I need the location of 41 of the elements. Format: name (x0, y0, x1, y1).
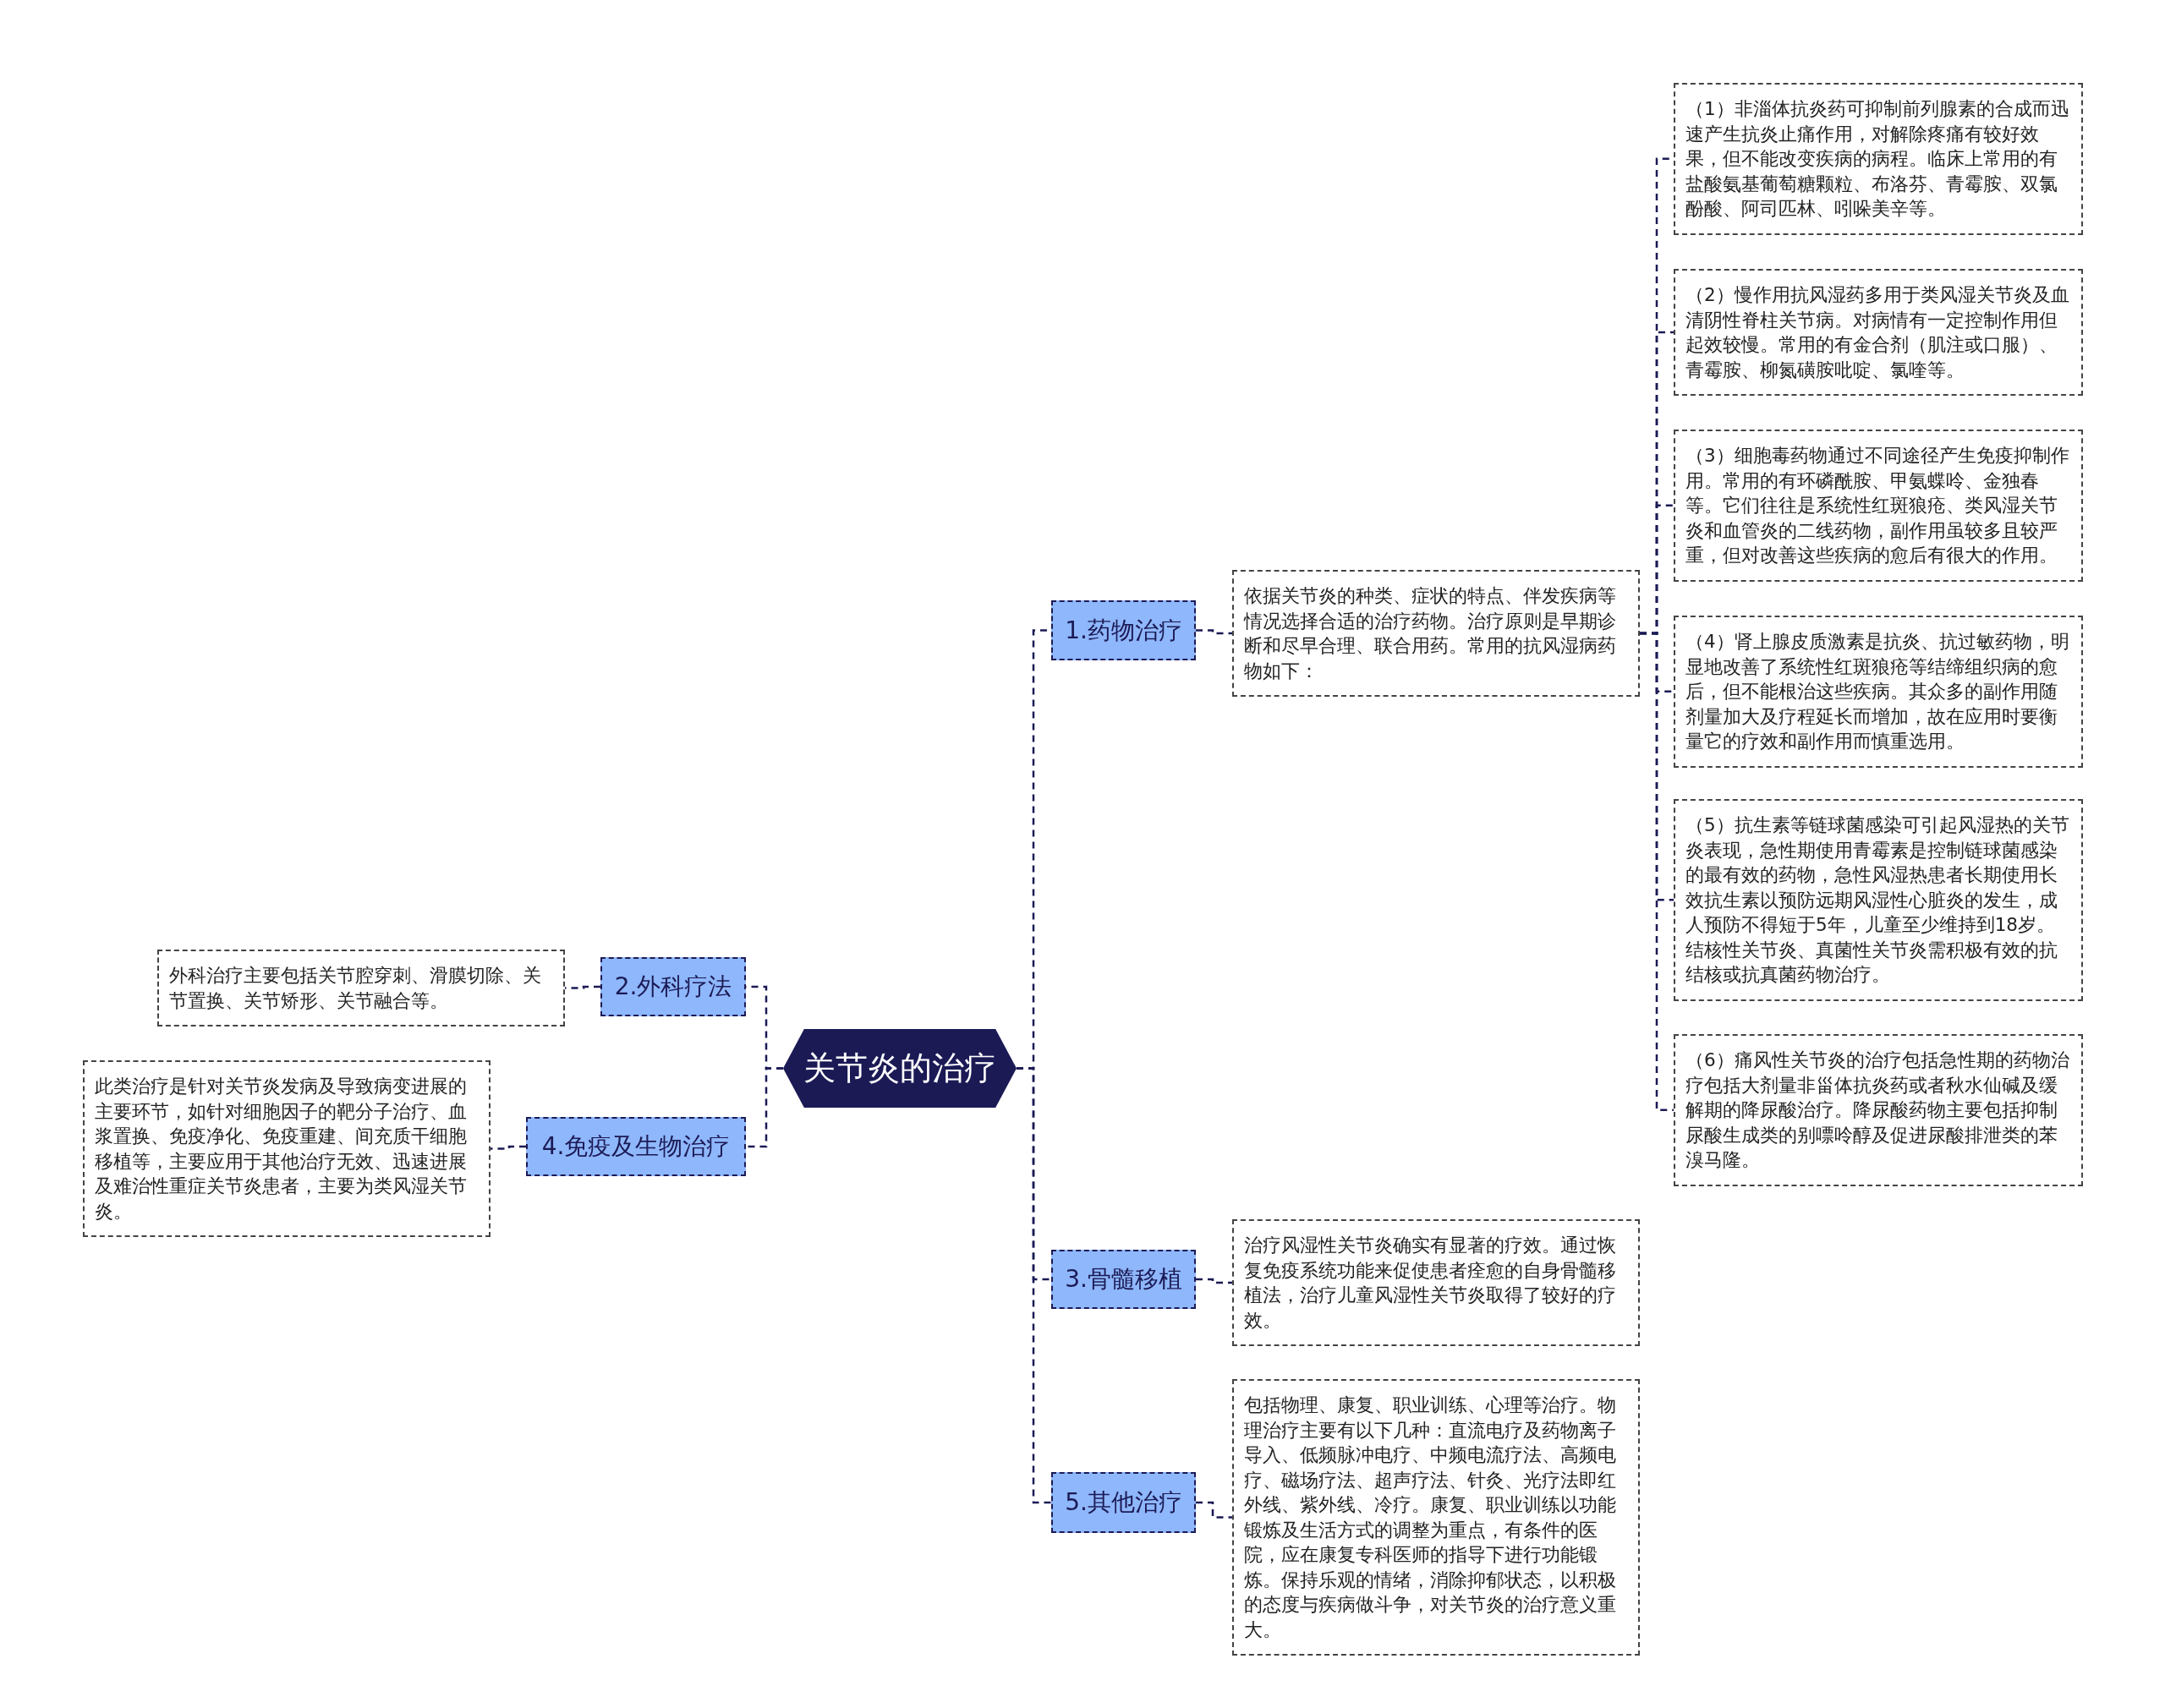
note-box (1232, 1379, 1640, 1656)
note-text: （1）非淄体抗炎药可抑制前列腺素的合成而迅速产生抗炎止痛作用，对解除疼痛有较好效果，但不能改变疾病的病程。临床上常用的有盐酸氨基葡萄糖颗粒、布洛芬、青霉胺、双氯酚酸、阿司匹林、吲哚美辛等。 (1685, 98, 2069, 219)
note-text: （2）慢作用抗风湿药多用于类风湿关节炎及血清阴性脊柱关节病。对病情有一定控制作用但起效较慢。常用的有金合剂（肌注或口服）、青霉胺、柳氮磺胺吡啶、氯喹等。 (1685, 284, 2069, 380)
note-text: 治疗风湿性关节炎确实有显著的疗效。通过恢复免疫系统功能来促使患者痊愈的自身骨髓移植法，治疗儿童风湿性关节炎取得了较好的疗效。 (1244, 1234, 1616, 1331)
note-text: 外科治疗主要包括关节腔穿刺、滑膜切除、关节置换、关节矫形、关节融合等。 (169, 965, 541, 1011)
connector-line (1196, 1278, 1232, 1284)
note-box (157, 950, 565, 1026)
branch-box (1051, 1250, 1196, 1309)
connector-line (491, 1145, 526, 1150)
note-text: 依据关节炎的种类、症状的特点、伴发疾病等情况选择合适的治疗药物。治疗原则是早期诊断和尽早合理、联合用药。常用的抗风湿病药物如下： (1244, 585, 1616, 682)
branch-label: 4.免疫及生物治疗 (541, 1131, 731, 1162)
connector-line (1640, 632, 1674, 1111)
note-box (1232, 1219, 1640, 1346)
topic-hexagon (783, 1029, 1017, 1108)
connector-line (1196, 1501, 1232, 1519)
branch-label: 2.外科疗法 (614, 972, 732, 1002)
topic-title: 关节炎的治疗 (803, 1048, 996, 1088)
note-text: （5）抗生素等链球菌感染可引起风湿热的关节炎表现，急性期使用青霉素是控制链球菌感染的最有效的药物，急性风湿热患者长期使用长效抗生素以预防远期风湿性心脏炎的发生，成人预防不得短于5年，儿童至少维持到18岁。结核性关节炎、真菌性关节炎需积极有效的抗结核或抗真菌药物治疗。 (1685, 814, 2069, 985)
connector-line (1196, 629, 1232, 635)
note-box (1674, 430, 2083, 582)
note-box (83, 1060, 491, 1237)
note-text: （6）痛风性关节炎的治疗包括急性期的药物治疗包括大剂量非甾体抗炎药或者秋水仙碱及缓解期的降尿酸治疗。降尿酸药物主要包括抑制尿酸生成类的别嘌呤醇及促进尿酸排泄类的苯溴马隆。 (1685, 1049, 2069, 1170)
branch-box (1051, 1472, 1196, 1533)
note-box (1232, 570, 1640, 697)
note-box (1674, 616, 2083, 768)
note-text: 包括物理、康复、职业训练、心理等治疗。物理治疗主要有以下几种：直流电疗及药物离子导入、低频脉冲电疗、中频电流疗法、高频电疗、磁场疗法、超声疗法、针灸、光疗法即红外线、紫外线、冷疗。康复、职业训练以功能锻炼及生活方式的调整为重点，有条件的医院，应在康复专科医师的指导下进行功能锻炼。保持乐观的情绪，消除抑郁状态，以积极的态度与疾病做斗争，对关节炎的治疗意义重大。 (1244, 1394, 1616, 1640)
note-text: 此类治疗是针对关节炎发病及导致病变进展的主要环节，如针对细胞因子的靶分子治疗、血浆置换、免疫净化、免疫重建、间充质干细胞移植等，主要应用于其他治疗无效、迅速进展及难治性重症关节炎患者，主要为类风湿关节炎。 (95, 1076, 467, 1222)
branch-box (1051, 600, 1196, 660)
note-box (1674, 269, 2083, 396)
note-box (1674, 83, 2083, 235)
note-text: （3）细胞毒药物通过不同途径产生免疫抑制作用。常用的有环磷酰胺、甲氨蝶呤、金独春等。它们往往是系统性红斑狼疮、类风湿关节炎和血管炎的二线药物，副作用虽较多且较严重，但对改善这些疾病的愈后有很大的作用。 (1685, 445, 2069, 566)
branch-box (526, 1117, 746, 1176)
branch-box (600, 957, 746, 1016)
note-box (1674, 1034, 2083, 1186)
connector-line (1017, 1067, 1051, 1504)
branch-label: 5.其他治疗 (1065, 1487, 1182, 1518)
note-text: （4）肾上腺皮质激素是抗炎、抗过敏药物，明显地改善了系统性红斑狼疮等结缔组织病的愈后，但不能根治这些疾病。其众多的副作用随剂量加大及疗程延长而增加，故在应用时要衡量它的疗效和副作用而慎重选用。 (1685, 631, 2069, 752)
connector-line (746, 1067, 783, 1148)
note-box (1674, 799, 2083, 1001)
branch-label: 1.药物治疗 (1065, 615, 1182, 646)
branch-label: 3.骨髓移植 (1065, 1264, 1182, 1295)
